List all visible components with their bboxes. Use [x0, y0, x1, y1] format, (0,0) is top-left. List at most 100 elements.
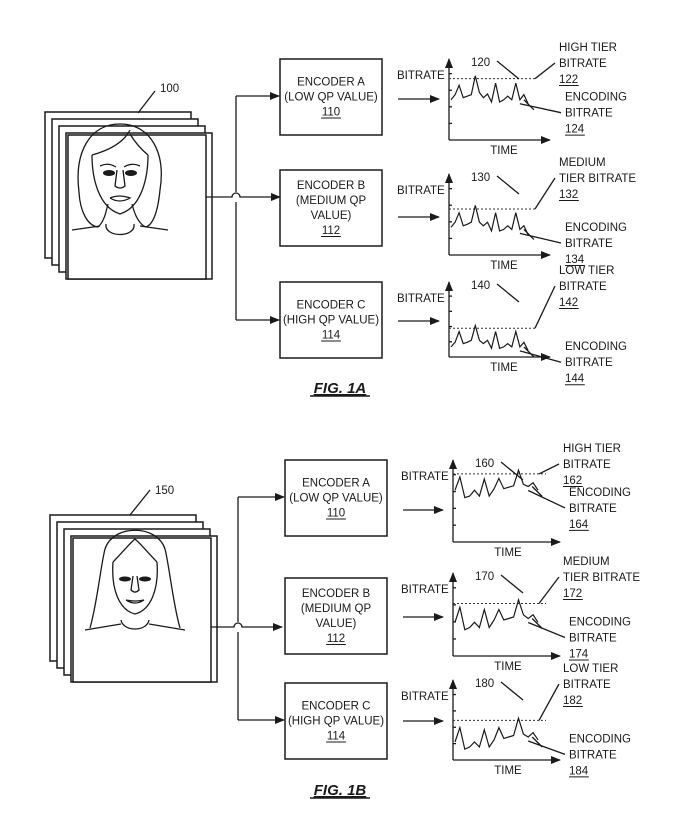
encoding-label: ENCODING: [565, 341, 627, 353]
encoder-label: VALUE): [316, 618, 357, 630]
encoder-label: ENCODER C: [296, 300, 365, 312]
encoder-c: ENCODER C(HIGH QP VALUE)114: [279, 281, 383, 359]
encoding-label: BITRATE: [569, 633, 617, 645]
eye-right: [125, 170, 137, 176]
face-line: [148, 623, 186, 631]
encoding-leader: [519, 350, 562, 363]
encoding-label: ENCODING: [569, 487, 631, 499]
encoding-bitrate-series: [450, 323, 529, 351]
encoding-leader: [527, 740, 566, 756]
encoding-leader-double: [531, 618, 543, 629]
encoding-ref: 174: [569, 649, 589, 661]
encoder-ref: 112: [322, 225, 340, 237]
tier-ref: 122: [559, 74, 578, 86]
encoder-label: ENCODER C: [301, 701, 370, 713]
encoding-bitrate-series: [454, 597, 539, 631]
face-line: [77, 123, 162, 228]
encoder-a: ENCODER A (LOW QP VALUE) 110: [279, 58, 383, 136]
tier-ref: 182: [563, 695, 582, 707]
input-ref-label: 100: [160, 83, 179, 95]
encoder-label: (HIGH QP VALUE): [288, 716, 384, 728]
tier-label: BITRATE: [559, 58, 607, 70]
chart-ref-leader: [500, 574, 524, 594]
input-ref-leader: [137, 90, 156, 114]
tier-leader: [538, 576, 560, 604]
face-line: [114, 169, 126, 189]
tier-label: HIGH TIER: [559, 42, 617, 54]
tier-leader: [538, 463, 560, 475]
encoding-leader: [527, 489, 566, 509]
face-line: [129, 133, 149, 156]
video-frame-front: [72, 537, 212, 683]
tier-label: HIGH TIER: [563, 443, 621, 455]
face-line: [139, 225, 169, 231]
encoder-ref: 114: [327, 731, 346, 743]
encoding-bitrate-series: [450, 75, 529, 104]
encoder-box: [279, 169, 383, 247]
encoder-box: [284, 577, 388, 655]
y-axis-label: BITRATE: [397, 185, 445, 197]
chart-ref-label: 170: [475, 571, 494, 583]
tier-ref: 132: [559, 189, 578, 201]
tier-ref: 162: [563, 475, 582, 487]
face-line: [112, 561, 158, 615]
figure-caption: FIG. 1B: [314, 782, 367, 799]
encoder-ref: 112: [327, 633, 345, 645]
tier-label: MEDIUM: [563, 556, 610, 568]
encoder-label: ENCODER A: [297, 77, 365, 89]
face-line: [120, 619, 150, 630]
input-ref-label: 150: [155, 485, 174, 497]
tier-leader: [534, 177, 556, 210]
chart-ref-leader: [496, 60, 520, 80]
encoding-ref: 164: [569, 519, 589, 531]
encoder-label: (LOW QP VALUE): [284, 92, 378, 104]
face-line: [78, 191, 109, 228]
encoding-bitrate-series: [454, 468, 539, 499]
encoding-label: BITRATE: [565, 108, 613, 120]
encoder-ref: 110: [322, 107, 340, 119]
encoding-leader: [527, 621, 566, 639]
encoder-box: [279, 281, 383, 359]
encoding-ref: 124: [565, 124, 585, 136]
encoding-label: BITRATE: [565, 238, 613, 250]
encoding-leader: [519, 103, 562, 114]
encoder-box: [279, 58, 383, 136]
figure-caption: FIG. 1A: [314, 380, 367, 397]
encoding-label: BITRATE: [569, 503, 617, 515]
chart-ref-label: 180: [475, 678, 494, 690]
encoding-label: ENCODING: [565, 92, 627, 104]
encoder-label: VALUE): [311, 210, 352, 222]
chart-ref-label: 160: [475, 458, 494, 470]
x-axis-label: TIME: [494, 661, 522, 673]
encoder-c: ENCODER C (HIGH QP VALUE) 114: [284, 682, 388, 760]
face-line: [125, 599, 145, 604]
chart-ref-label: 120: [471, 57, 490, 69]
y-axis-label: BITRATE: [401, 471, 449, 483]
encoder-label: ENCODER B: [302, 588, 371, 600]
encoder-box: [284, 459, 388, 537]
encoder-ref: 110: [327, 508, 345, 520]
chart-ref-leader: [496, 175, 520, 195]
encoder-ref: 114: [322, 330, 341, 342]
y-axis-label: BITRATE: [401, 584, 449, 596]
tier-label: BITRATE: [559, 281, 607, 293]
face-line: [130, 575, 140, 593]
encoding-label: BITRATE: [565, 357, 613, 369]
encoding-leader-double: [531, 736, 543, 748]
x-axis-label: TIME: [494, 547, 522, 559]
figure-1a: 100 ENCODER A (LOW QP VALUE) 110BITRATETIME…: [44, 42, 636, 397]
face-line: [109, 195, 132, 202]
encoder-label: (MEDIUM QP: [301, 603, 372, 615]
face-line: [99, 163, 117, 168]
x-axis-label: TIME: [494, 765, 522, 777]
chart-ref-leader: [500, 681, 524, 701]
face-line: [91, 129, 131, 156]
encoding-label: BITRATE: [569, 749, 617, 761]
y-axis-label: BITRATE: [397, 293, 445, 305]
